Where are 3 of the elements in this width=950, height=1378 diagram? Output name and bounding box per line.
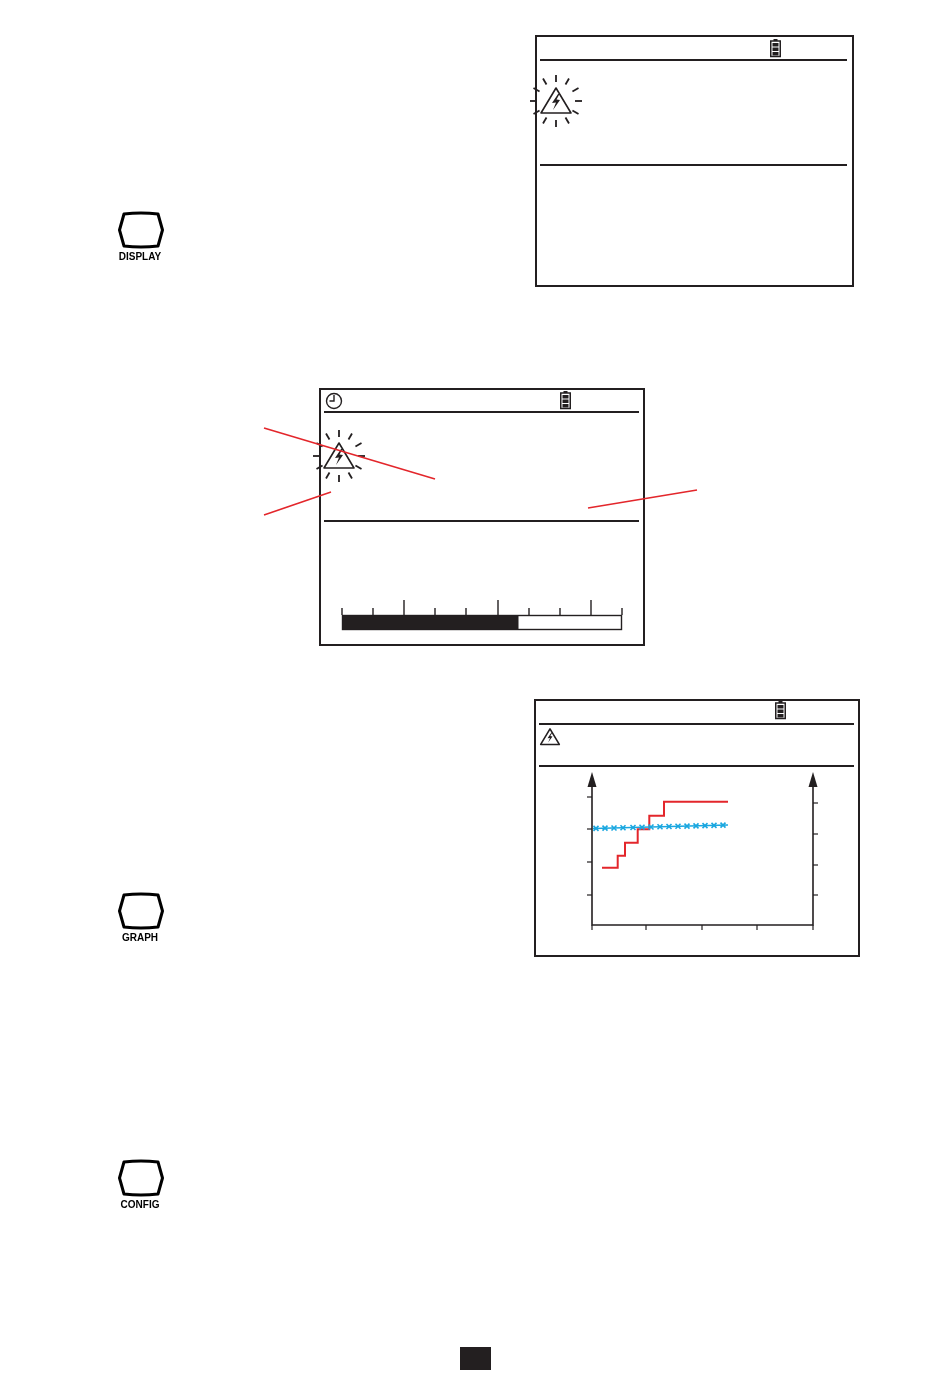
key-label: DISPLAY [117,251,163,263]
key-label: GRAPH [120,932,160,944]
key-label: CONFIG [119,1199,161,1211]
